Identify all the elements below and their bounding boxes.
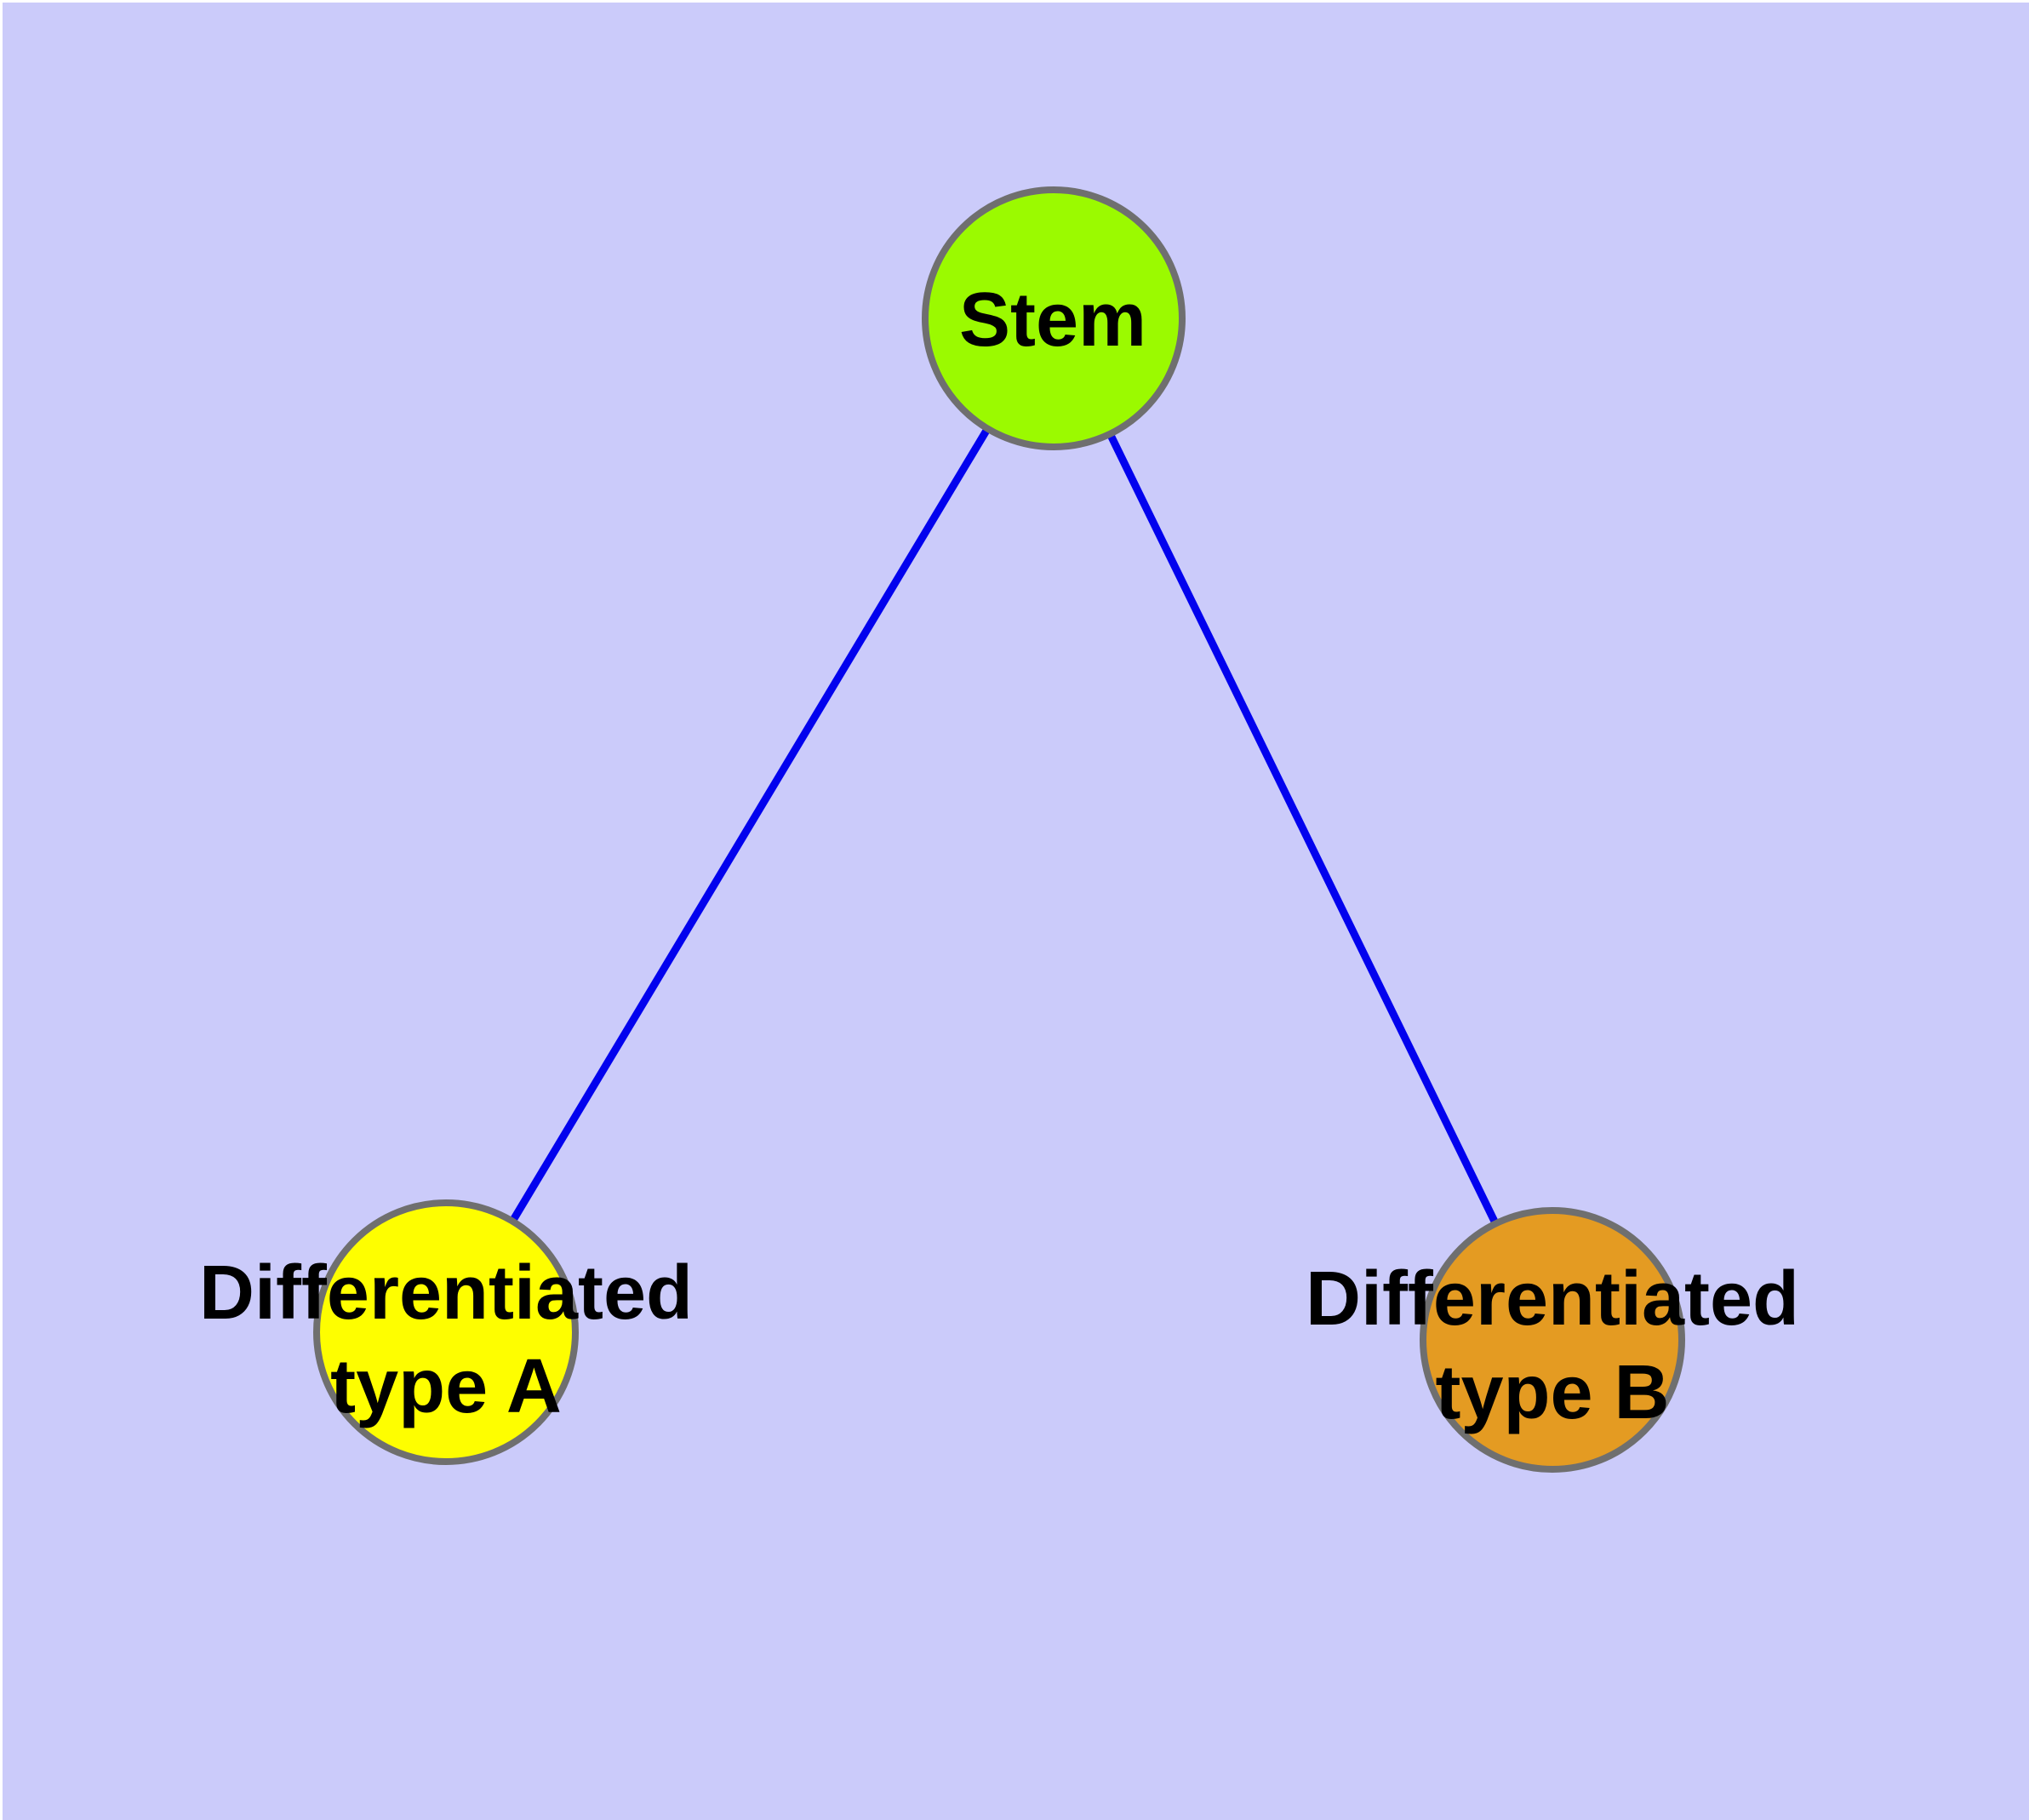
node-stem-label: Stem: [959, 278, 1146, 363]
node-differentiated-type-b-label-line2: type B: [1435, 1350, 1669, 1435]
node-differentiated-type-b-label-line1: Differentiated: [1306, 1256, 1799, 1342]
node-differentiated-type-a-label-line1: Differentiated: [199, 1251, 693, 1336]
node-differentiated-type-a: [313, 1199, 579, 1465]
node-differentiated-type-b: [1420, 1207, 1685, 1473]
edge-stem-to-differentiated-type-b: [1049, 317, 1557, 1342]
edge-stem-to-differentiated-type-a: [443, 316, 1057, 1335]
node-differentiated-type-a-label-line2: type A: [330, 1344, 562, 1429]
node-stem: [922, 186, 1186, 450]
